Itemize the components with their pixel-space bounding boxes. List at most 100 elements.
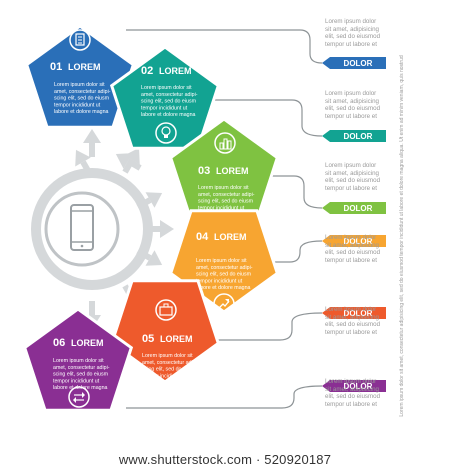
connector-line — [126, 385, 323, 409]
center-hub — [31, 129, 174, 329]
spoke-arrow — [83, 129, 101, 157]
step-body-line: scing elit, sed do eiusm — [142, 367, 198, 373]
step-number: 06 — [53, 337, 65, 349]
step-body-line: Lorem ipsum dolor sit — [141, 85, 192, 91]
step-body-line: scing elit, sed do eiusm — [53, 372, 109, 378]
tag-dolor: DOLOR — [322, 380, 386, 392]
step-body-line: amet, consectetur adipi- — [142, 360, 199, 366]
step-body-line: scing elit, sed do eiusm — [141, 99, 197, 105]
step-body-line: Lorem ipsum dolor sit — [196, 258, 247, 264]
side-text-line: sit amet, adipisicing — [325, 169, 379, 177]
tag-label: DOLOR — [344, 132, 373, 141]
tag-label: DOLOR — [344, 237, 373, 246]
tag-dolor: DOLOR — [322, 130, 386, 142]
lightbulb-icon — [155, 122, 177, 144]
connector-lines — [126, 29, 323, 409]
step-body-line: labore et dolore magna — [53, 385, 108, 391]
step-title: LOREM — [68, 62, 101, 72]
step-body-line: Lorem ipsum dolor sit — [53, 358, 104, 364]
document-list-icon — [69, 29, 91, 51]
side-text-line: elit, sed do eiusmod — [325, 321, 381, 329]
bottom-strip — [0, 440, 450, 470]
step-body-line: tempor incididunt ut — [53, 378, 100, 384]
side-text-line: tempor ut labore et — [325, 40, 377, 48]
side-text-line: Lorem ipsum dolor — [325, 18, 377, 25]
step-body-line: tempor incididunt ut — [198, 205, 245, 211]
side-text-line: sit amet, adipisicing — [325, 241, 379, 249]
side-text-line: Lorem ipsum dolor — [325, 306, 377, 313]
step-body-line: amet, consectetur adipi- — [53, 365, 110, 371]
watermark-id: 520920187 — [264, 452, 332, 467]
connector-line — [205, 312, 323, 341]
tag-dolor: DOLOR — [322, 307, 386, 319]
briefcase-icon — [155, 299, 177, 321]
tag-label: DOLOR — [344, 382, 373, 391]
spoke-arrow — [136, 248, 163, 266]
side-text-line: sit amet, adipisicing — [325, 385, 379, 393]
step-body-line: amet, consectetur adipi- — [141, 92, 198, 98]
side-text-line: tempor ut labore et — [325, 184, 377, 192]
side-text-line: sit amet, adipisicing — [325, 25, 379, 33]
step-body-line: scing elit, sed do eiusm — [198, 199, 254, 205]
tag-shape — [322, 130, 386, 142]
step-body-line: Lorem ipsum dolor sit — [54, 82, 105, 88]
connector-line — [126, 29, 323, 64]
tag-dolor: DOLOR — [322, 235, 386, 247]
step-body-line: labore et dolore magna — [141, 112, 196, 118]
side-text-line: Lorem ipsum dolor — [325, 378, 377, 385]
step-body-line: tempor incididunt ut — [196, 278, 243, 284]
side-text-line: tempor ut labore et — [325, 400, 377, 408]
watermark: www.shutterstock.com · 520920187 — [0, 452, 450, 467]
step-body-line: labore et dolore magna — [196, 285, 251, 291]
tag-shape — [322, 307, 386, 319]
tag-shape — [322, 202, 386, 214]
step-body-line: tempor incididunt ut — [54, 102, 101, 108]
side-text-line: tempor ut labore et — [325, 112, 377, 120]
step-pentagon — [24, 24, 136, 129]
tag-shape — [322, 235, 386, 247]
smartphone-icon — [70, 204, 94, 251]
step-body-line: amet, consectetur adipi- — [54, 89, 111, 95]
step-body-line: Lorem ipsum dolor sit — [198, 185, 249, 191]
spoke-arrow — [136, 192, 163, 210]
step-body-line: amet, consectetur adipi- — [196, 265, 253, 271]
step-number: 05 — [142, 333, 154, 345]
step-body-line: scing elit, sed do eiusm — [54, 96, 110, 102]
tag-dolor: DOLOR — [322, 202, 386, 214]
tag-shape — [322, 57, 386, 69]
step-body-line: tempor incididunt ut — [141, 105, 188, 111]
spoke-arrow — [122, 147, 140, 174]
step-pentagon — [22, 307, 134, 412]
step-body-line: tempor incididunt ut — [142, 373, 189, 379]
watermark-separator: · — [252, 452, 265, 467]
step-number: 01 — [50, 61, 62, 73]
side-text-line: Lorem ipsum dolor — [325, 234, 377, 241]
step-number: 02 — [141, 65, 153, 77]
side-text-line: Lorem ipsum dolor — [325, 162, 377, 169]
tag-label: DOLOR — [344, 204, 373, 213]
step-title: LOREM — [216, 166, 249, 176]
side-text-line: Lorem ipsum dolor — [325, 90, 377, 97]
side-text-line: sit amet, adipisicing — [325, 97, 379, 105]
step-title: LOREM — [160, 334, 193, 344]
side-text-line: tempor ut labore et — [325, 328, 377, 336]
spoke-arrow — [75, 149, 93, 176]
side-text-line: sit amet, adipisicing — [325, 313, 379, 321]
tag-label: DOLOR — [344, 309, 373, 318]
step-title: LOREM — [159, 66, 192, 76]
step-body-line: labore et dolore magna — [142, 380, 197, 386]
side-text-line: elit, sed do eiusmod — [325, 105, 381, 113]
connector-line — [262, 175, 323, 209]
